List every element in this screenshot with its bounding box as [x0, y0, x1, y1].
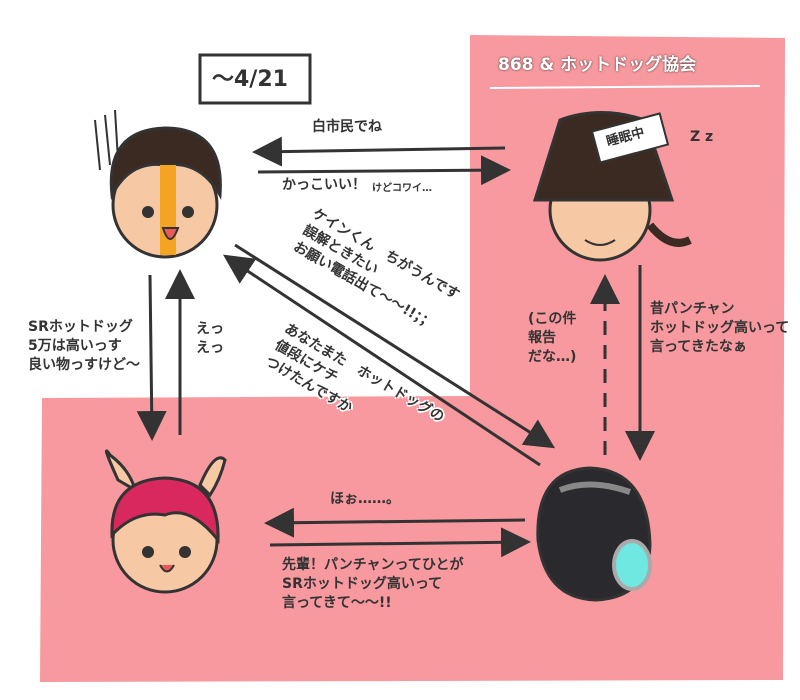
msg-bl-to-tl: えっ えっ — [196, 321, 224, 356]
date-label: 〜4/21 — [212, 67, 288, 92]
bunny-ear-face-icon — [104, 449, 227, 594]
arrow-tr-to-tl — [252, 136, 506, 167]
arrow-tl-to-tr — [257, 155, 511, 186]
arrow-bl-to-br — [269, 527, 531, 558]
robot-helmet-icon — [536, 466, 652, 602]
msg-bl-to-br: 先輩！パンチャンってひとが SRホットドッグ高いって 言ってきて〜〜!! — [282, 557, 464, 611]
spiky-hair-face-icon — [94, 109, 222, 259]
arrow-br-to-tl — [223, 254, 541, 467]
msg-br-to-tr: (この件 報告 だな…) — [528, 311, 577, 365]
arrow-br-to-bl — [264, 507, 526, 538]
msg-tl-to-tr-small: けどコワイ… — [372, 183, 432, 194]
date-box — [198, 53, 312, 105]
msg-tr-to-br: 昔パンチャン ホットドッグ高いって 言ってきたなぁ — [650, 301, 790, 355]
arrows — [136, 136, 655, 558]
msg-tl-to-tr: かっこいい！ — [282, 177, 366, 193]
msg-tr-to-tl: 白市民でね — [312, 119, 382, 135]
sleep-z: Z z — [690, 129, 714, 145]
sleeping-hat-face-icon — [532, 111, 692, 262]
group-underline — [489, 85, 761, 89]
msg-br-to-bl: ほぉ……。 — [330, 491, 400, 507]
arrow-tl-to-bl — [136, 274, 167, 441]
arrow-tl-to-br — [234, 243, 556, 449]
msg-tl-to-bl: SRホットドッグ 5万は高いっす 良い物っすけど〜 — [28, 319, 140, 373]
group-label: 868 & ホットドッグ協会 — [498, 55, 697, 75]
